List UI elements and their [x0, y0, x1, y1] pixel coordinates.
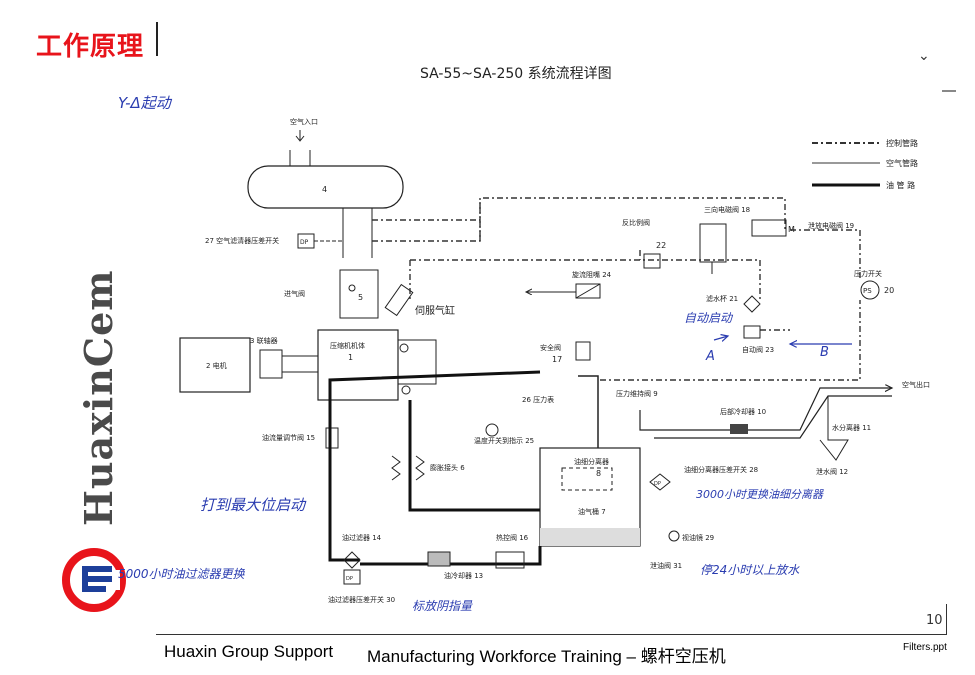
label-dp-28: DP	[654, 481, 661, 487]
label-hose: 膨胀接头 6	[430, 463, 465, 472]
label-proportional: 反比例阀	[622, 218, 650, 227]
legend-air: 空气管路	[886, 158, 918, 168]
hand-oil-note: 标放阴指量	[412, 599, 473, 613]
text-cursor	[156, 22, 158, 56]
air-filter-housing	[247, 165, 404, 209]
inlet-valve	[339, 269, 379, 319]
label-oil-filter-dp: 油过滤器压差开关 30	[328, 595, 395, 604]
scroll-indicator	[942, 90, 956, 92]
servo-cylinder	[384, 283, 414, 317]
hand-a: A	[705, 349, 715, 364]
label-ps: PS	[863, 287, 872, 295]
label-drain-valve: 泄水阀 12	[816, 467, 848, 476]
label-auto-drain: 自动阀 23	[742, 345, 774, 354]
hand-b: B	[820, 345, 829, 360]
hand-oil-filter-note: 5000小时油过滤器更换	[118, 567, 246, 581]
label-thermo: 热控阀 16	[496, 533, 529, 542]
label-airend: 压缩机机体	[330, 341, 365, 350]
label-water-sep: 水分离器 11	[832, 423, 871, 432]
label-coupling: 3 联轴器	[250, 336, 278, 345]
label-gauge: 26 压力表	[522, 395, 554, 404]
label-servo: 伺服气缸	[415, 304, 455, 317]
label-m: M	[788, 225, 795, 234]
hand-automatic: 自动启动	[684, 311, 734, 325]
label-17: 17	[552, 355, 562, 364]
slide-title: 工作原理	[36, 32, 145, 62]
legend-control: 控制管路	[886, 138, 918, 148]
hand-3000h: 3000小时更换油细分离器	[696, 488, 824, 501]
label-8: 8	[596, 469, 601, 478]
label-dp-30: DP	[346, 576, 353, 582]
footer-file: Filters.ppt	[903, 642, 947, 653]
label-air-outlet: 空气出口	[902, 380, 930, 389]
label-oil-cooler: 油冷却器 13	[444, 571, 483, 580]
page-number-box	[920, 604, 947, 635]
label-pressure-switch: 压力开关	[854, 269, 882, 278]
label-air-inlet: 空气入口	[290, 117, 318, 126]
footer-left: Huaxin Group Support	[164, 642, 334, 661]
hand-drain-note: 停24小时以上放水	[700, 563, 800, 577]
label-oil-filter: 油过滤器 14	[342, 533, 382, 542]
page-number: 10	[926, 613, 943, 628]
label-min-pressure: 压力维持阀 9	[616, 389, 658, 398]
label-sight: 视油镜 29	[682, 533, 714, 542]
label-drain-31: 泄油阀 31	[650, 561, 682, 570]
label-aftercooler: 后部冷却器 10	[720, 407, 766, 416]
label-sep-dp: 油细分离器压差开关 28	[684, 465, 758, 474]
label-three-way: 三向电磁阀 18	[704, 205, 750, 214]
motor	[179, 337, 251, 393]
legend: 控制管路 空气管路 油 管 路	[812, 138, 918, 190]
label-oil-flow: 油流量调节阀 15	[262, 433, 315, 442]
chevron-down-icon[interactable]: ⌄	[918, 48, 930, 64]
company-logo-icon	[62, 548, 126, 612]
label-5: 5	[358, 293, 363, 302]
label-22: 22	[656, 241, 666, 250]
dp-27: DP	[300, 239, 309, 246]
label-inlet-valve: 进气阀	[284, 289, 305, 298]
label-oil-tank: 油气桶 7	[578, 507, 606, 516]
footer-divider	[156, 634, 946, 635]
label-safety: 安全阀	[540, 343, 561, 352]
footer-middle: Manufacturing Workforce Training – 螺杆空压机	[367, 647, 726, 666]
label-blowdown: 泄放电磁阀 19	[808, 221, 854, 230]
label-temp-switch: 温度开关到指示 25	[474, 436, 534, 445]
hand-valve-note: 打到最大位启动	[200, 496, 307, 514]
label-motor: 2 电机	[206, 361, 227, 370]
label-throttle: 旋流阻嘴 24	[572, 270, 612, 279]
diagram-title: SA-55~SA-250 系统流程详图	[420, 66, 612, 82]
label-27: 27 空气滤清器压差开关	[205, 236, 279, 245]
label-4: 4	[322, 185, 327, 194]
label-1: 1	[348, 353, 353, 362]
label-oil-sep: 油细分离器	[574, 457, 609, 466]
label-drain-filter: 滤水杯 21	[706, 294, 738, 303]
label-20: 20	[884, 286, 894, 295]
hand-star-delta: Y-Δ起动	[118, 94, 173, 112]
legend-oil: 油 管 路	[886, 180, 915, 190]
